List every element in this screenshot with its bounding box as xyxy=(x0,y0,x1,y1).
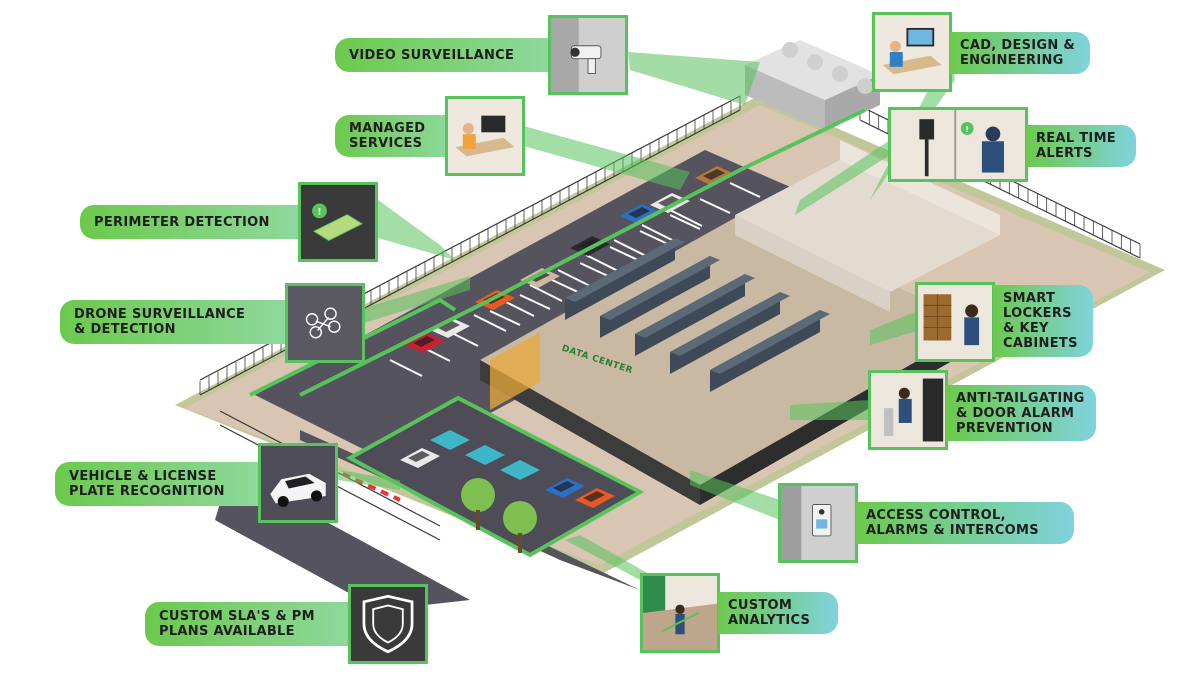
callout-access-control[interactable]: ACCESS CONTROL, ALARMS & INTERCOMS xyxy=(856,502,1074,544)
callout-custom-sla-text: CUSTOM SLA'S & PM PLANS AVAILABLE xyxy=(159,609,315,639)
callout-vehicle-lpr[interactable]: VEHICLE & LICENSE PLATE RECOGNITION xyxy=(55,462,270,506)
parking-stripe xyxy=(501,299,535,317)
callout-managed-services-text: MANAGED SERVICES xyxy=(349,121,426,151)
parking-lot xyxy=(255,150,855,465)
callout-real-time-alerts[interactable]: REAL TIME ALERTS xyxy=(1026,125,1136,167)
server-rack-top xyxy=(670,292,790,356)
callout-drone-surveillance-text: DRONE SURVEILLANCE & DETECTION xyxy=(74,307,246,337)
callout-cad-design-text: CAD, DESIGN & ENGINEERING xyxy=(960,38,1076,68)
locker-icon xyxy=(915,282,995,362)
callout-perimeter-detection-text: PERIMETER DETECTION xyxy=(94,214,270,230)
car-window xyxy=(703,169,725,180)
callout-perimeter-detection[interactable]: PERIMETER DETECTION xyxy=(80,205,305,239)
callout-custom-analytics-text: CUSTOM ANALYTICS xyxy=(728,598,811,628)
parking-stripe xyxy=(699,198,731,214)
parking-stripe xyxy=(639,230,671,246)
accessible-parking-area xyxy=(345,395,645,558)
callout-vehicle-lpr-text: VEHICLE & LICENSE PLATE RECOGNITION xyxy=(69,469,225,499)
parking-stripe xyxy=(669,209,703,227)
callout-custom-analytics[interactable]: CUSTOM ANALYTICS xyxy=(718,592,838,634)
callout-anti-tailgating[interactable]: ANTI-TAILGATING & DOOR ALARM PREVENTION xyxy=(946,385,1096,441)
building-left-wall xyxy=(480,360,700,505)
callout-cad-design[interactable]: CAD, DESIGN & ENGINEERING xyxy=(950,32,1090,74)
car-window xyxy=(408,451,430,462)
car-window xyxy=(628,207,650,218)
parking-stripe xyxy=(609,246,641,262)
analytics-icon xyxy=(640,573,720,653)
parking-stripe xyxy=(473,314,507,332)
parking-stripe xyxy=(613,239,647,257)
callout-custom-sla[interactable]: CUSTOM SLA'S & PM PLANS AVAILABLE xyxy=(145,602,357,646)
cad-workstation-icon xyxy=(872,12,952,92)
svg-text:!: ! xyxy=(317,207,321,218)
callout-smart-lockers[interactable]: SMART LOCKERS & KEY CABINETS xyxy=(993,285,1093,357)
callout-drone-surveillance[interactable]: DRONE SURVEILLANCE & DETECTION xyxy=(60,300,295,344)
callout-anti-tailgating-text: ANTI-TAILGATING & DOOR ALARM PREVENTION xyxy=(956,390,1085,436)
parking-stripe xyxy=(729,182,761,198)
car-window xyxy=(438,321,460,332)
car-window xyxy=(583,491,605,502)
parking-stripe xyxy=(641,224,675,242)
drone-path xyxy=(249,297,457,397)
parking-stripe xyxy=(389,359,423,377)
drone-icon xyxy=(285,283,365,363)
intercom-icon xyxy=(778,483,858,563)
parking-stripe xyxy=(489,310,521,326)
security-camera-icon xyxy=(548,15,628,95)
trees xyxy=(461,478,537,553)
callout-managed-services[interactable]: MANAGED SERVICES xyxy=(335,115,455,157)
callout-smart-lockers-text: SMART LOCKERS & KEY CABINETS xyxy=(1003,291,1078,351)
parking-stripe xyxy=(519,294,551,310)
parking-stripe xyxy=(585,254,619,272)
callout-connectors xyxy=(338,50,955,580)
callout-video-surveillance-text: VIDEO SURVEILLANCE xyxy=(349,47,515,63)
perimeter-alert-icon: ! xyxy=(298,182,378,262)
callout-access-control-text: ACCESS CONTROL, ALARMS & INTERCOMS xyxy=(866,508,1039,538)
callout-video-surveillance[interactable]: VIDEO SURVEILLANCE xyxy=(335,38,555,72)
parking-stripes xyxy=(389,182,761,377)
car-window xyxy=(658,196,680,207)
parking-stripe xyxy=(579,262,611,278)
server-rack-top xyxy=(565,238,685,302)
server-rack-top xyxy=(635,274,755,338)
operator-desk-icon xyxy=(445,96,525,176)
car-window xyxy=(578,239,600,250)
car-window xyxy=(413,336,435,347)
parking-stripe xyxy=(549,278,581,294)
lobby-wall xyxy=(490,332,540,410)
parking-stripe xyxy=(669,214,701,230)
svg-text:!: ! xyxy=(965,124,969,134)
server-racks xyxy=(565,238,830,392)
back-wall xyxy=(840,140,1000,235)
shield-icon xyxy=(348,584,428,664)
parking-stripe xyxy=(557,269,591,287)
accessible-spaces xyxy=(430,430,540,480)
server-rack-top xyxy=(710,310,830,374)
server-rack-top xyxy=(600,256,720,320)
back-office-floor xyxy=(735,160,1000,292)
callout-real-time-alerts-text: REAL TIME ALERTS xyxy=(1036,131,1116,161)
turnstile-icon xyxy=(868,370,948,450)
car-window xyxy=(553,481,575,492)
rooftop-units xyxy=(745,40,880,130)
perimeter-line xyxy=(299,108,866,397)
back-office-wall xyxy=(735,215,890,312)
parking-stripe xyxy=(529,284,563,302)
alert-sensor-icon: ! xyxy=(888,107,1028,182)
car-icon xyxy=(258,443,338,523)
